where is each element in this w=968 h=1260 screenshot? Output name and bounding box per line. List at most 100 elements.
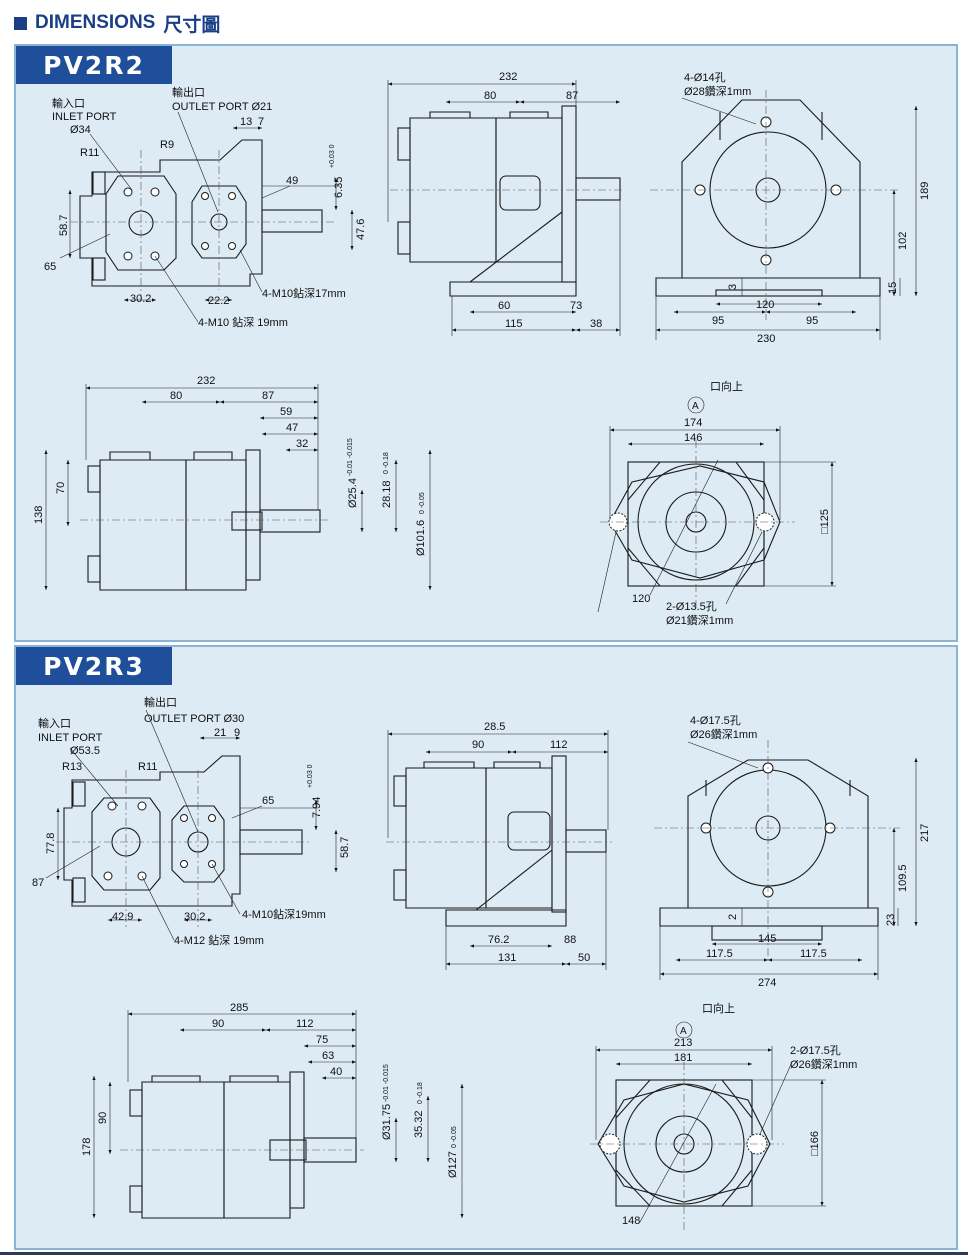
pv2r2-end-dim-15: 15 <box>887 282 899 294</box>
pv2r2-flange-holes-2: Ø21鑽深1mm <box>666 613 733 627</box>
pv2r3-side-dim-131: 131 <box>498 952 516 964</box>
pv2r2-end-dim-230: 230 <box>757 333 775 345</box>
pv2r3-inlet-dia: Ø53.5 <box>70 745 100 757</box>
pv2r2-dim-635: 6.35 <box>333 177 345 198</box>
pv2r3-outlet-en: OUTLET PORT Ø30 <box>144 713 244 725</box>
pv2r3-dim-65: 65 <box>262 795 274 807</box>
pv2r3-side2-view: 285 90 112 75 63 40 90 178 Ø31.75 -0.01 … <box>81 1002 464 1219</box>
pv2r3-side-view: 28.5 90 112 76.2 88 131 50 <box>386 721 612 970</box>
pv2r3-side2-dim-40: 40 <box>330 1066 342 1078</box>
pv2r3-side2-shaft-tol: -0.01 -0.015 <box>383 1064 390 1102</box>
pv2r3-end-dim-1175b: 117.5 <box>800 948 827 960</box>
pv2r2-tap-inlet: 4-M10 鉆深 19mm <box>198 315 288 329</box>
pv2r2-dim-7: 7 <box>258 116 264 128</box>
pv2r3-dim-429: 42.9 <box>112 911 133 923</box>
pv2r3-end-dim-2: 2 <box>727 914 739 920</box>
pv2r2-end-dim-189: 189 <box>919 182 931 200</box>
pv2r3-dim-587: 58.7 <box>339 837 351 858</box>
pv2r3-flange-view: A 口向上 213 181 □166 148 2-Ø17.5孔 Ø26鑽深1mm <box>590 1001 857 1232</box>
pv2r2-side2-dim-32: 32 <box>296 438 308 450</box>
pv2r2-dim-476: 47.6 <box>355 219 367 240</box>
pv2r3-side2-dim-63: 63 <box>322 1050 334 1062</box>
pv2r2-flange-dim-120: 120 <box>632 593 650 605</box>
pv2r3-end-dim-1175a: 117.5 <box>706 948 733 960</box>
bottom-rule <box>0 1252 968 1255</box>
pv2r3-side-dim-88: 88 <box>564 934 576 946</box>
pv2r2-flange-view: A 口向上 174 146 □125 120 2-Ø13.5孔 Ø21鑽深1mm <box>597 379 836 627</box>
pv2r2-side2-pilot-tol: 0 -0.05 <box>419 492 426 514</box>
pv2r2-outlet-en: OUTLET PORT Ø21 <box>172 101 272 113</box>
model-panel-pv2r2: PV2R2 <box>14 44 958 642</box>
pv2r3-dim-9: 9 <box>234 727 240 739</box>
pv2r2-side2-pilot-dia: Ø101.6 <box>415 520 427 556</box>
pv2r3-flange-view-dir: 口向上 <box>702 1001 735 1015</box>
pv2r2-dim-587: 58.7 <box>58 215 70 236</box>
pv2r3-flange-dim-166: □166 <box>809 1131 821 1156</box>
pv2r3-end-holes-2: Ø26鑽深1mm <box>690 727 757 741</box>
pv2r3-side2-dim-90v: 90 <box>97 1112 109 1124</box>
pv2r2-side-dim-115: 115 <box>505 318 523 330</box>
pv2r3-dim-21: 21 <box>214 727 226 739</box>
pv2r3-dim-794: 7.94 <box>311 797 323 818</box>
header-square-icon <box>14 16 27 30</box>
pv2r3-end-holes-1: 4-Ø17.5孔 <box>690 714 741 727</box>
header-title-zh: 尺寸圖 <box>163 13 221 36</box>
pv2r3-side2-dim-75: 75 <box>316 1034 328 1046</box>
pv2r3-flange-dim-213: 213 <box>674 1037 692 1049</box>
pv2r2-side-dim-232: 232 <box>499 71 517 83</box>
pv2r2-side2-dim-47: 47 <box>286 422 298 434</box>
pv2r2-end-dim-102: 102 <box>897 232 909 250</box>
pv2r3-end-dim-274: 274 <box>758 977 776 989</box>
pv2r3-side2-dim-90: 90 <box>212 1018 224 1030</box>
pv2r2-end-dim-95b: 95 <box>806 315 818 327</box>
pv2r2-side-dim-80: 80 <box>484 90 496 102</box>
pv2r3-dim-794-tol: +0.03 0 <box>307 764 314 788</box>
pv2r2-side-dim-60: 60 <box>498 300 510 312</box>
pv2r2-dim-49: 49 <box>286 175 298 187</box>
pv2r3-side-dim-762: 76.2 <box>488 934 509 946</box>
pv2r2-dim-13: 13 <box>240 116 252 128</box>
pv2r2-r-outlet: R9 <box>160 139 174 151</box>
pv2r2-side2-dim-59: 59 <box>280 406 292 418</box>
pv2r2-side2-dim-138: 138 <box>33 506 45 524</box>
pv2r3-flange-dim-181: 181 <box>674 1052 692 1064</box>
pv2r3-end-dim-145: 145 <box>758 933 776 945</box>
pv2r3-side2-key-dim: 35.32 <box>413 1110 425 1138</box>
pv2r3-end-dim-217: 217 <box>919 824 931 842</box>
pv2r3-flange-marker: A <box>680 1026 687 1037</box>
pv2r2-end-dim-3: 3 <box>727 284 739 290</box>
pv2r3-flange-dim-148: 148 <box>622 1215 640 1227</box>
pv2r2-side-view: 232 80 87 60 73 115 38 <box>387 71 625 336</box>
pv2r2-outlet-zh: 輸出口 <box>172 85 205 99</box>
pv2r2-side2-key-tol: 0 -0.18 <box>383 452 390 474</box>
pv2r2-flange-holes-1: 2-Ø13.5孔 <box>666 600 717 613</box>
pv2r2-dim-222: 22.2 <box>208 295 229 307</box>
pv2r3-flange-holes-1: 2-Ø17.5孔 <box>790 1044 841 1057</box>
pv2r2-side2-dim-80: 80 <box>170 390 182 402</box>
pv2r2-inlet-en: INLET PORT <box>52 111 117 123</box>
pv2r3-side2-shaft-dia: Ø31.75 <box>381 1104 393 1140</box>
pv2r3-side2-dim-178: 178 <box>81 1138 93 1156</box>
pv2r3-outlet-zh: 輸出口 <box>144 695 177 709</box>
pv2r2-side2-shaft-dia: Ø25.4 <box>347 478 359 508</box>
pv2r3-flange-holes-2: Ø26鑽深1mm <box>790 1057 857 1071</box>
pv2r2-flange-dim-174: 174 <box>684 417 702 429</box>
pv2r3-side2-dim-285: 285 <box>230 1002 248 1014</box>
pv2r2-front-view: 輸入口 INLET PORT Ø34 輸出口 OUTLET PORT Ø21 1… <box>44 85 367 329</box>
pv2r3-inlet-en: INLET PORT <box>38 732 103 744</box>
pv2r2-inlet-dia: Ø34 <box>70 124 91 136</box>
pv2r3-end-dim-23: 23 <box>885 914 897 926</box>
pv2r3-dim-778: 77.8 <box>45 833 57 854</box>
pv2r2-side2-dim-232: 232 <box>197 375 215 387</box>
pv2r3-dim-302: 30.2 <box>184 911 205 923</box>
pv2r3-side-dim-50: 50 <box>578 952 590 964</box>
pv2r3-side2-dim-112: 112 <box>296 1018 314 1030</box>
pv2r3-tap-inlet: 4-M12 鉆深 19mm <box>174 933 264 947</box>
pv2r3-flange-marker-circle <box>675 1021 693 1039</box>
pv2r3-r-inlet: R13 <box>62 761 82 773</box>
pv2r3-side-dim-90: 90 <box>472 739 484 751</box>
pv2r2-end-holes-2: Ø28鑽深1mm <box>684 84 751 98</box>
pv2r2-flange-dim-146: 146 <box>684 432 702 444</box>
pv2r2-side-dim-38: 38 <box>590 318 602 330</box>
